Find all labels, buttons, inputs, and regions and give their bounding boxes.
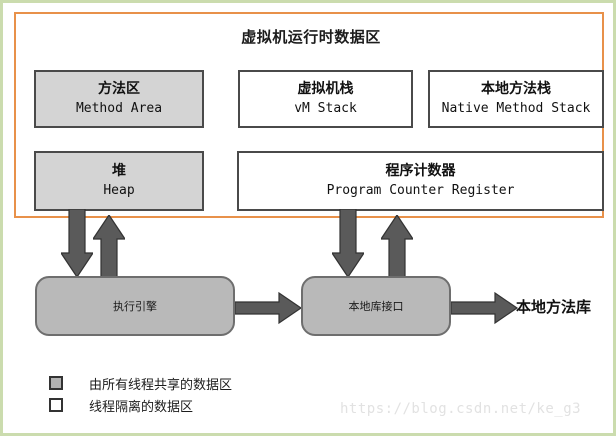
box-heap-en-label: Heap [103,182,135,198]
label-native-library: 本地方法库 [516,298,592,316]
box-program-counter-register-en-label: Program Counter Register [326,182,515,198]
box-native-library-interface: 本地库接口 [301,276,451,336]
box-native-library-interface-label: 本地库接口 [348,300,404,313]
legend-label-isolated: 线程隔离的数据区 [89,399,194,415]
box-vm-stack: 虚拟机栈 vM Stack [238,70,413,128]
watermark: https://blog.csdn.net/ke_g3 [340,401,582,417]
box-native-method-stack-en-label: Native Method Stack [441,100,591,116]
legend-item-isolated: 线程隔离的数据区 [49,394,232,416]
box-execution-engine-label: 执行引擎 [113,300,157,313]
box-native-method-stack: 本地方法栈 Native Method Stack [428,70,604,128]
runtime-data-area-title: 虚拟机运行时数据区 [241,28,381,46]
box-program-counter-register: 程序计数器 Program Counter Register [237,151,604,211]
legend-swatch-shared-icon [49,376,63,390]
box-vm-stack-cn-label: 虚拟机栈 [297,81,354,98]
box-method-area-cn-label: 方法区 [98,81,140,98]
legend-swatch-isolated-icon [49,398,63,412]
box-vm-stack-en-label: vM Stack [294,100,357,116]
arrow-heap-to-exec-engine [61,209,93,279]
arrow-native-interface-to-native-library [451,291,519,325]
legend-item-shared: 由所有线程共享的数据区 [49,372,232,394]
arrow-pc-register-to-native-interface [332,209,364,279]
box-method-area: 方法区 Method Area [34,70,204,128]
legend-label-shared: 由所有线程共享的数据区 [89,377,233,393]
arrow-native-interface-to-pc-register [381,215,413,281]
box-native-method-stack-cn-label: 本地方法栈 [481,81,551,98]
box-program-counter-register-cn-label: 程序计数器 [385,163,456,180]
box-heap: 堆 Heap [34,151,204,211]
arrow-exec-engine-to-native-interface [235,291,303,325]
legend: 由所有线程共享的数据区 线程隔离的数据区 [49,372,232,416]
box-method-area-en-label: Method Area [75,100,163,116]
box-execution-engine: 执行引擎 [35,276,235,336]
box-heap-cn-label: 堆 [112,163,126,180]
arrow-exec-engine-to-heap [93,215,125,281]
